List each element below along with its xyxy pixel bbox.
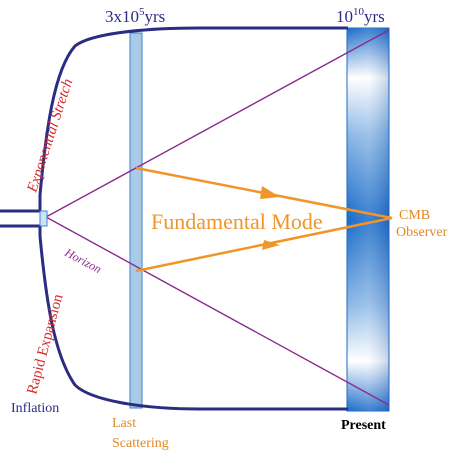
observer-label: Observer — [396, 225, 448, 240]
rapid-expansion-label: Rapid Expansion — [24, 292, 66, 396]
fundamental-mode-label: Fundamental Mode — [151, 209, 323, 234]
present-label: Present — [341, 418, 386, 433]
horizon-line-lower — [45, 216, 390, 406]
exponential-stretch-label: Exponential Stretch — [24, 77, 76, 195]
time-present: 1010yrs — [336, 6, 385, 26]
scattering-label: Scattering — [112, 436, 169, 451]
mode-arrowhead-lower — [262, 240, 280, 250]
mode-arrowhead-upper — [260, 186, 280, 199]
inflation-label: Inflation — [11, 401, 59, 416]
universe-outline-top — [0, 26, 348, 213]
last-label: Last — [112, 416, 136, 431]
horizon-label: Horizon — [62, 245, 104, 276]
time-last-scattering: 3x105yrs — [105, 6, 165, 26]
universe-outline-bottom — [0, 224, 348, 411]
last-scattering-band — [129, 32, 143, 409]
inflation-throat — [39, 210, 48, 227]
horizon-line-upper — [45, 29, 390, 218]
cmb-label: CMB — [399, 208, 430, 223]
